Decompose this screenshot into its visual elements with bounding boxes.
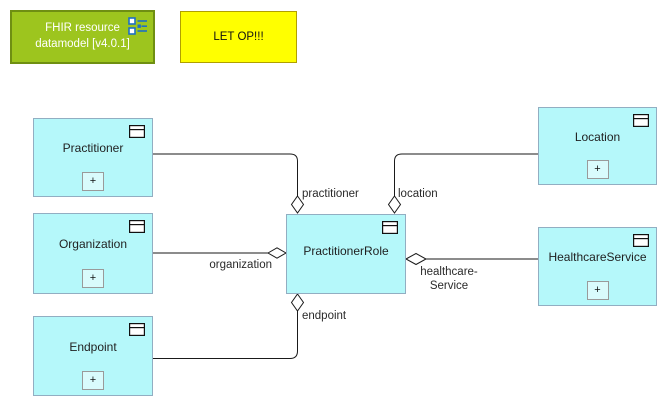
node-label: Location bbox=[574, 129, 621, 144]
node-label: PractitionerRole bbox=[303, 243, 389, 258]
relation-label-location: location bbox=[398, 188, 438, 200]
uml-class-icon bbox=[633, 234, 649, 247]
expand-button[interactable]: + bbox=[586, 160, 609, 179]
relation-label-healthcare-line1: healthcare- bbox=[420, 266, 478, 278]
aggregation-diamond bbox=[404, 252, 428, 266]
node-healthcare-service[interactable]: HealthcareService + bbox=[538, 227, 657, 306]
node-endpoint[interactable]: Endpoint + bbox=[33, 316, 153, 396]
node-label: Endpoint bbox=[69, 339, 117, 354]
expand-button[interactable]: + bbox=[586, 281, 609, 300]
node-label: Organization bbox=[58, 237, 128, 252]
relation-label-endpoint: endpoint bbox=[302, 310, 347, 322]
relation-healthcare-service[interactable]: healthcare- Service bbox=[404, 252, 538, 293]
relation-label-practitioner: practitioner bbox=[302, 188, 359, 200]
node-practitioner-role[interactable]: PractitionerRole bbox=[286, 214, 406, 294]
relation-location[interactable]: location bbox=[387, 153, 539, 214]
relation-label-healthcare-line2: Service bbox=[430, 280, 468, 292]
aggregation-diamond bbox=[290, 293, 305, 312]
relation-endpoint[interactable]: endpoint bbox=[153, 293, 347, 359]
expand-button[interactable]: + bbox=[82, 371, 104, 390]
uml-class-icon bbox=[129, 220, 145, 233]
uml-class-icon bbox=[633, 114, 649, 127]
title-note-text: FHIR resource datamodel [v4.0.1] bbox=[35, 22, 130, 50]
node-organization[interactable]: Organization + bbox=[33, 213, 153, 294]
diagram-view-icon bbox=[128, 17, 147, 35]
warning-note[interactable]: LET OP!!! bbox=[180, 11, 297, 63]
aggregation-diamond bbox=[387, 195, 402, 214]
node-label: Practitioner bbox=[62, 141, 124, 156]
node-practitioner[interactable]: Practitioner + bbox=[33, 118, 153, 197]
aggregation-diamond bbox=[267, 247, 287, 259]
title-note[interactable]: FHIR resource datamodel [v4.0.1] bbox=[10, 10, 155, 64]
uml-class-icon bbox=[382, 221, 398, 234]
node-label: HealthcareService bbox=[548, 250, 647, 265]
relation-organization[interactable]: organization bbox=[153, 247, 287, 271]
relation-practitioner[interactable]: practitioner bbox=[153, 153, 359, 214]
expand-button[interactable]: + bbox=[82, 269, 104, 288]
expand-button[interactable]: + bbox=[82, 172, 104, 191]
warning-note-text: LET OP!!! bbox=[213, 31, 264, 43]
uml-class-icon bbox=[129, 323, 145, 336]
relation-label-organization: organization bbox=[209, 259, 272, 271]
uml-class-icon bbox=[129, 125, 145, 138]
node-location[interactable]: Location + bbox=[538, 107, 657, 185]
aggregation-diamond bbox=[290, 195, 305, 214]
